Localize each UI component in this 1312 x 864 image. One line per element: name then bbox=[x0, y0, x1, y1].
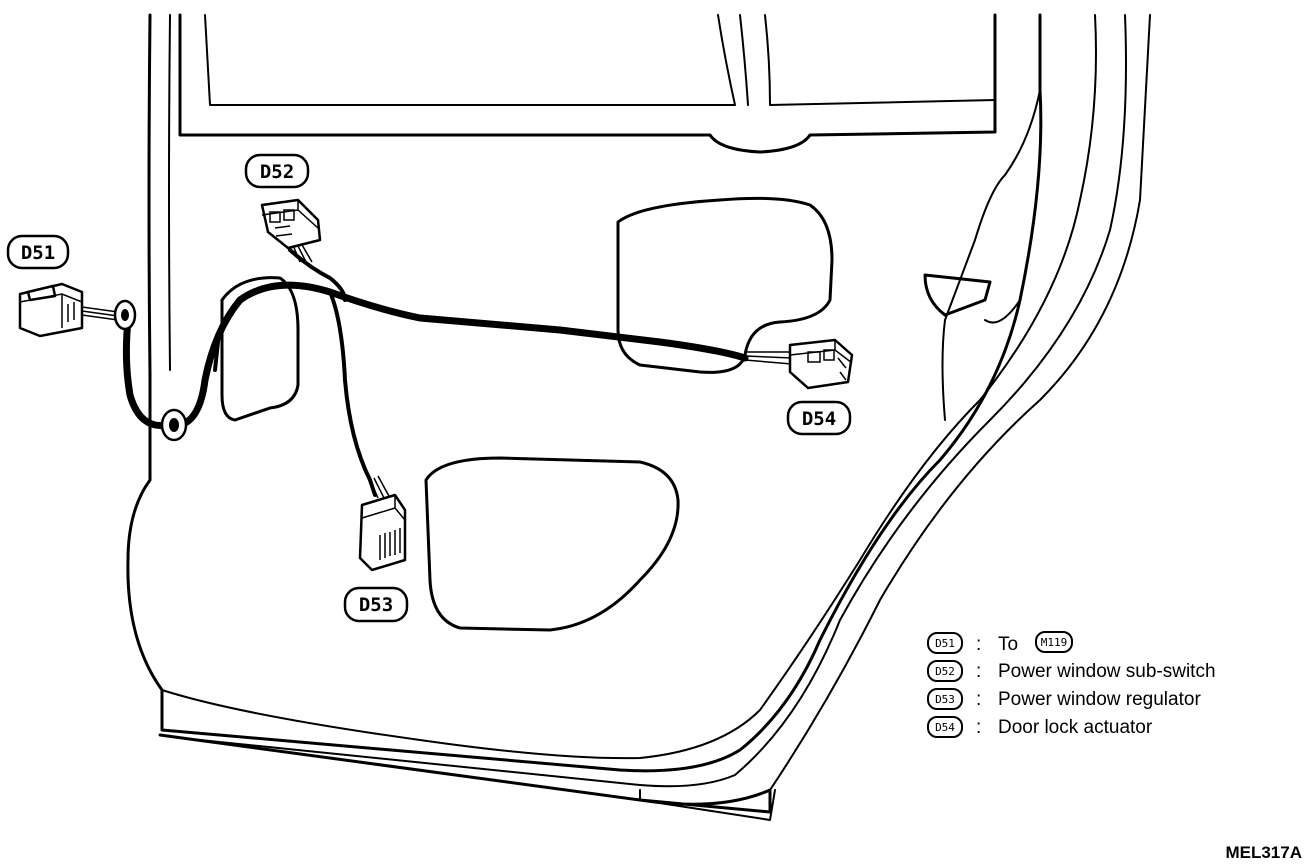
connector-d53 bbox=[358, 493, 407, 572]
legend-separator: : bbox=[976, 661, 981, 682]
grommets bbox=[113, 299, 188, 442]
legend-description: Power window regulator bbox=[998, 689, 1201, 710]
connector-d54 bbox=[788, 338, 854, 390]
legend-code: D52 bbox=[935, 665, 955, 678]
legend-separator: : bbox=[976, 689, 981, 710]
callout-d52-label: D52 bbox=[260, 161, 294, 183]
wire-harness bbox=[81, 237, 793, 499]
figure-id: MEL317A bbox=[1225, 843, 1302, 862]
legend-description: Door lock actuator bbox=[998, 717, 1153, 738]
legend-separator: : bbox=[976, 717, 981, 738]
legend-item-d53: D53 : Power window regulator bbox=[927, 688, 1201, 710]
callout-d53: D53 bbox=[343, 586, 409, 623]
legend-item-d52: D52 : Power window sub-switch bbox=[927, 660, 1216, 682]
legend: D51 : To M119 D52 : Power window sub-swi… bbox=[927, 631, 1216, 738]
legend-item-d51: D51 : To M119 bbox=[927, 631, 1073, 655]
callout-d51: D51 bbox=[6, 234, 70, 270]
legend-code: D51 bbox=[935, 637, 955, 650]
callout-d51-label: D51 bbox=[21, 242, 55, 264]
legend-ref: M119 bbox=[1041, 636, 1068, 649]
legend-code: D53 bbox=[935, 693, 955, 706]
legend-item-d54: D54 : Door lock actuator bbox=[927, 716, 1153, 738]
callout-d52: D52 bbox=[244, 153, 310, 189]
legend-separator: : bbox=[976, 634, 981, 655]
callout-d54: D54 bbox=[786, 400, 852, 436]
callout-d53-label: D53 bbox=[359, 594, 393, 616]
connector-d52 bbox=[260, 198, 322, 250]
legend-description: Power window sub-switch bbox=[998, 661, 1216, 682]
door-panel bbox=[126, 13, 1151, 821]
callout-d54-label: D54 bbox=[802, 408, 836, 430]
legend-description: To bbox=[998, 634, 1018, 655]
legend-code: D54 bbox=[935, 721, 955, 734]
connector-d51 bbox=[18, 282, 84, 338]
